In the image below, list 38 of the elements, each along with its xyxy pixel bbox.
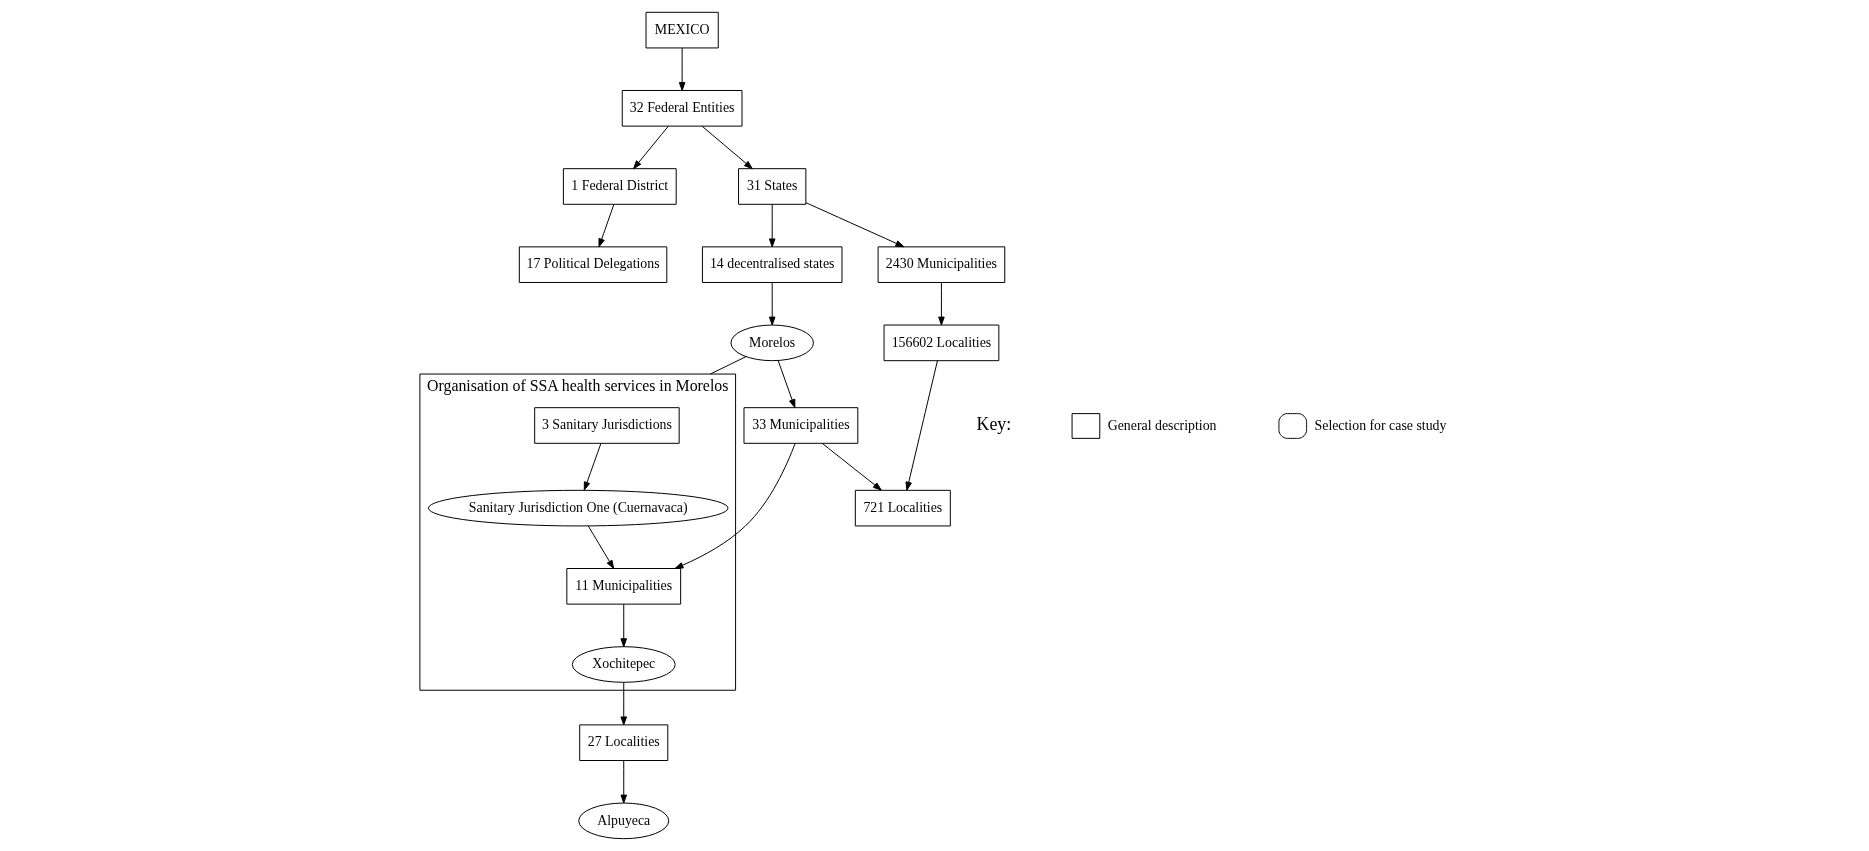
legend-label: General description	[1107, 417, 1216, 433]
node-box: 27 Localities	[578, 724, 668, 761]
arrow	[805, 202, 904, 248]
arrow	[937, 282, 945, 326]
node-box: 721 Localities	[854, 489, 951, 527]
arrow	[620, 603, 627, 648]
node-box: MEXICO	[645, 11, 719, 49]
node-box: 32 Federal Entities	[621, 90, 742, 127]
node-box: 11 Municipalities	[565, 568, 681, 605]
arrow	[620, 760, 627, 804]
arrow	[768, 203, 775, 248]
node-ellipse: Xochitepec	[571, 646, 676, 683]
arrow	[632, 125, 669, 170]
node-box: 3 Sanitary Jurisdictions	[533, 407, 680, 444]
node-box: 1 Federal District	[562, 168, 677, 205]
node-ellipse: Alpuyeca	[577, 802, 669, 840]
legend-label: Selection for case study	[1314, 417, 1446, 433]
node-box: 31 States	[737, 168, 806, 205]
arrow	[583, 443, 601, 491]
arrow	[821, 443, 882, 491]
arrow	[701, 125, 753, 170]
arrow	[905, 360, 938, 491]
node-ellipse: Morelos	[729, 324, 814, 362]
arrow	[598, 203, 614, 248]
arrow	[587, 525, 614, 569]
node-box: 156602 Localities	[883, 324, 999, 362]
arrow	[674, 443, 796, 569]
node-box: 17 Political Delegations	[518, 246, 667, 283]
connector	[709, 356, 746, 375]
node-box: 2430 Municipalities	[877, 246, 1005, 283]
label: Key:	[976, 413, 1011, 434]
arrow	[768, 282, 775, 326]
arrow	[777, 360, 795, 409]
node-box: 14 decentralised states	[701, 246, 842, 283]
arrow	[620, 681, 627, 726]
node-ellipse: Sanitary Jurisdiction One (Cuernavaca)	[427, 489, 729, 527]
arrow	[678, 47, 685, 91]
node-box: 33 Municipalities	[743, 407, 858, 444]
